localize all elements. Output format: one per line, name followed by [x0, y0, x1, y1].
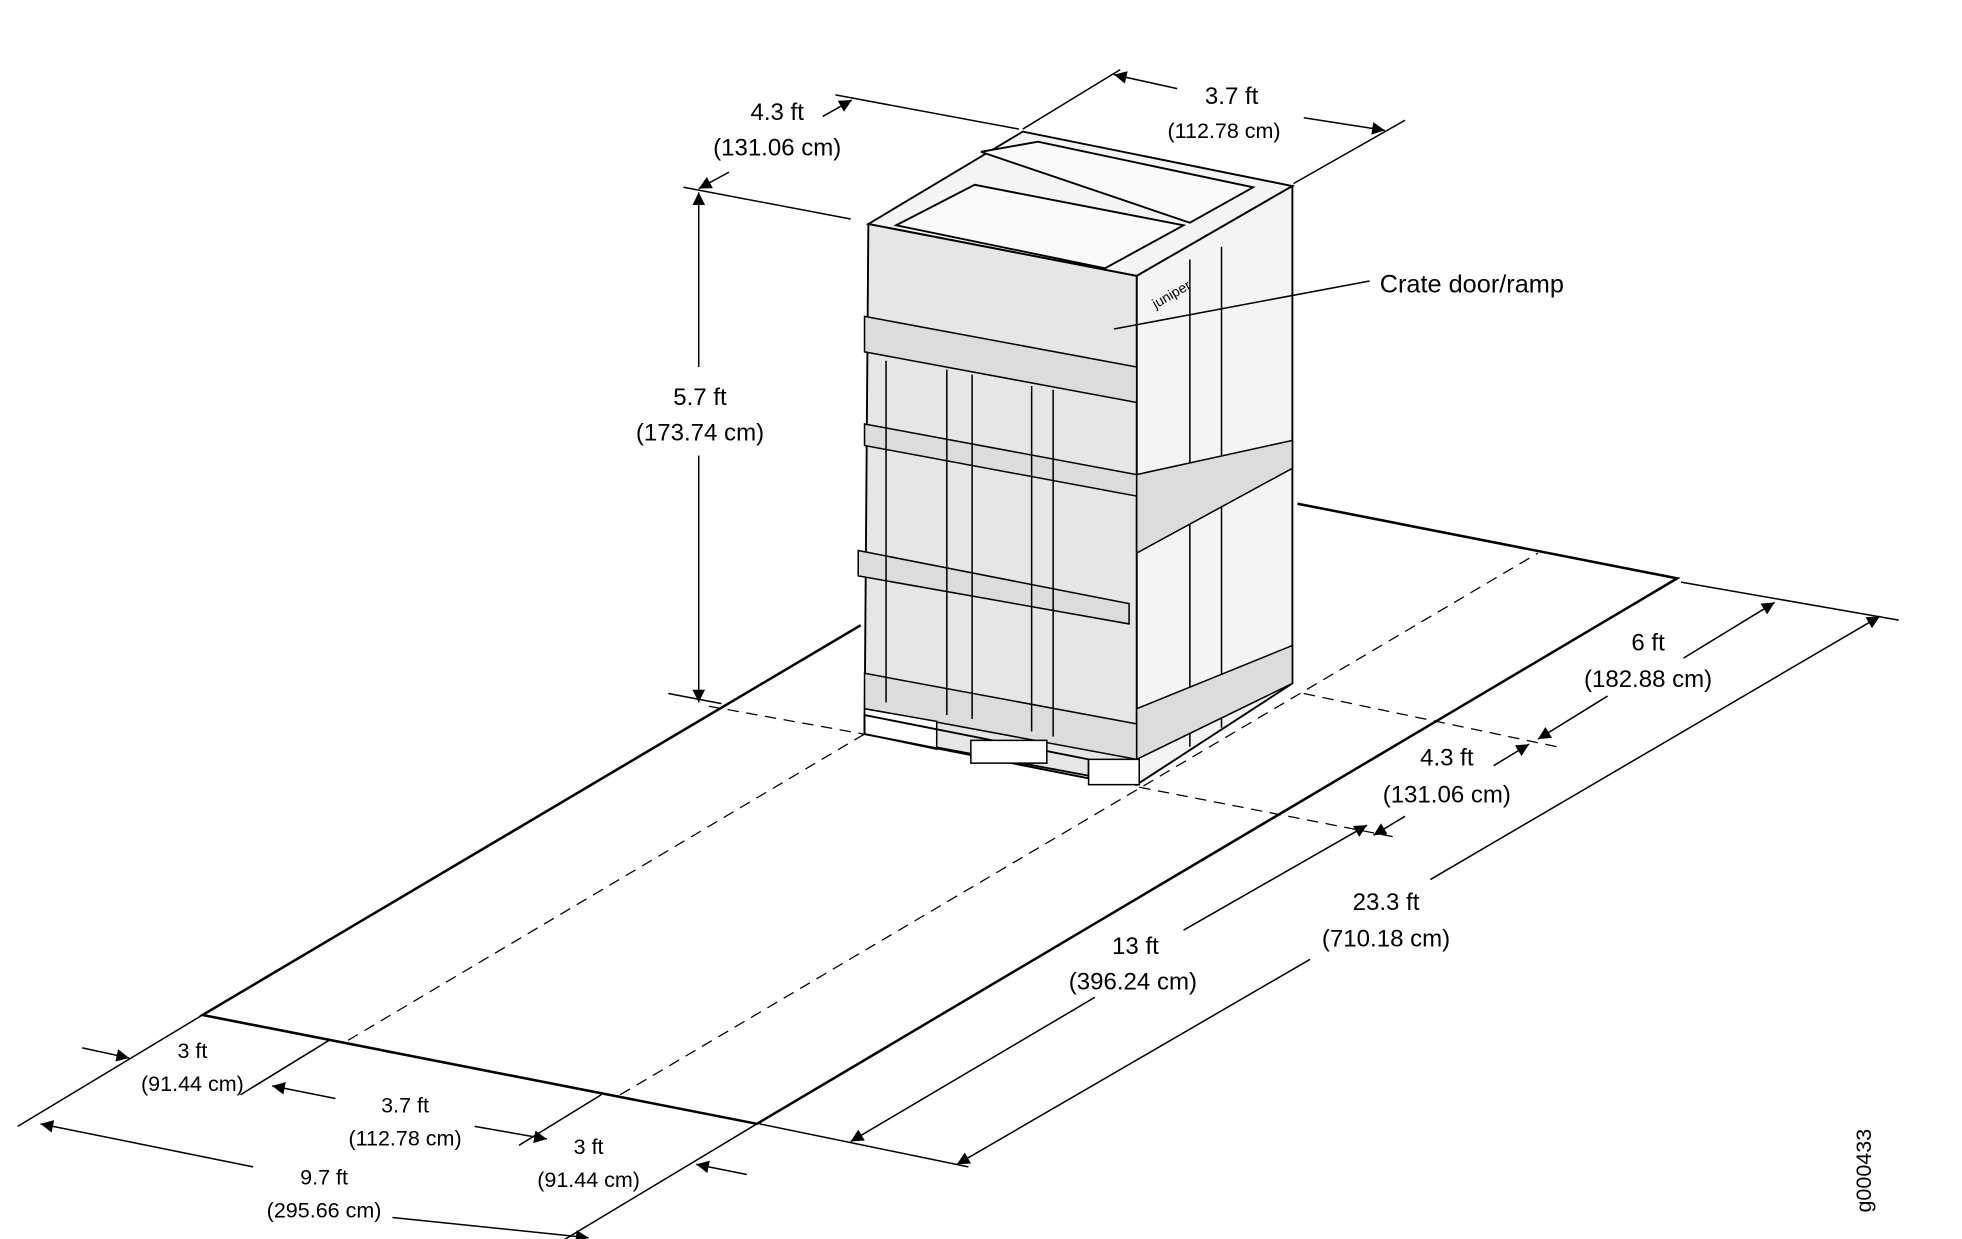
total-length-ft: 23.3 ft — [1353, 889, 1420, 916]
callout-leader-line — [1113, 280, 1370, 330]
front-clearance-cm: (182.88 cm) — [1584, 666, 1712, 693]
left-clearance-cm: (91.44 cm) — [141, 1072, 244, 1096]
crate-depth-cm: (131.06 cm) — [713, 135, 841, 162]
total-width-ft: 9.7 ft — [300, 1166, 348, 1190]
footprint-depth-cm: (131.06 cm) — [1383, 781, 1511, 808]
crate: juniper — [857, 130, 1370, 787]
figure-id: g000433 — [1852, 1129, 1876, 1213]
ramp-length-cm: (396.24 cm) — [1069, 969, 1197, 996]
crate-door-ramp-callout: Crate door/ramp — [1380, 270, 1564, 298]
dimension-lines — [17, 68, 1899, 1239]
total-width-cm: (295.66 cm) — [267, 1198, 382, 1222]
center-width-ft: 3.7 ft — [381, 1093, 429, 1117]
right-clearance-cm: (91.44 cm) — [537, 1168, 640, 1192]
crate-width-ft: 3.7 ft — [1205, 83, 1259, 110]
crate-width-cm: (112.78 cm) — [1167, 119, 1280, 143]
front-clearance-ft: 6 ft — [1631, 630, 1665, 657]
right-clearance-ft: 3 ft — [574, 1135, 604, 1159]
left-clearance-ft: 3 ft — [177, 1039, 207, 1063]
total-length-cm: (710.18 cm) — [1322, 926, 1450, 953]
ramp-length-ft: 13 ft — [1112, 933, 1159, 960]
crate-height-cm: (173.74 cm) — [636, 419, 764, 446]
crate-height-ft: 5.7 ft — [673, 384, 727, 411]
center-width-cm: (112.78 cm) — [348, 1126, 461, 1150]
footprint-depth-ft: 4.3 ft — [1420, 745, 1474, 772]
crate-depth-ft: 4.3 ft — [750, 99, 804, 126]
